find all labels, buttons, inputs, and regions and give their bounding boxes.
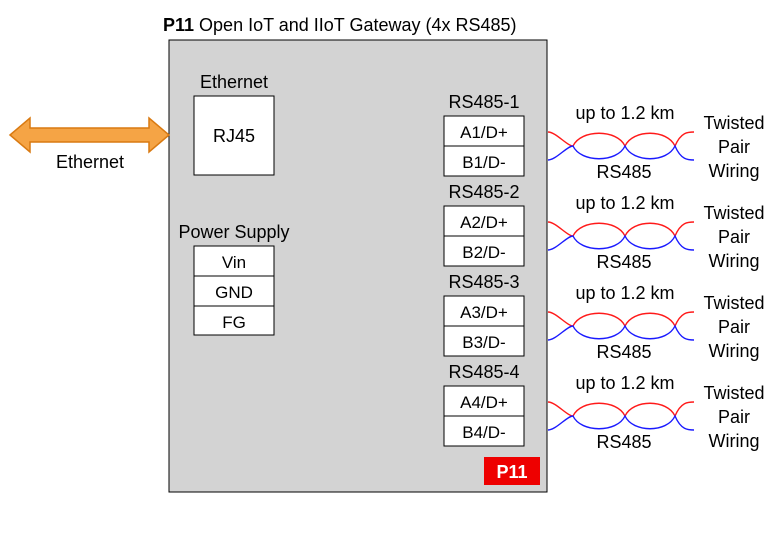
model-badge (484, 457, 540, 485)
terminal-b-label: B1/D- (462, 153, 505, 172)
wire-strand-b (547, 144, 695, 161)
terminal-a (443, 385, 525, 417)
twisted-pair-cable-icon (547, 401, 695, 431)
terminal-gnd (193, 275, 275, 307)
ethernet-arrow-icon (8, 116, 171, 154)
bus-label: RS485 (596, 252, 651, 272)
power-supply-label: Power Supply (178, 222, 289, 242)
terminal-b-label: B4/D- (462, 423, 505, 442)
terminal-a (443, 115, 525, 147)
rj45-label: RJ45 (213, 126, 255, 146)
wiring-label-line1: Twisted (703, 293, 764, 313)
ethernet-external-label: Ethernet (56, 152, 124, 172)
terminal-a (443, 295, 525, 327)
terminal-b (443, 145, 525, 177)
bus-label: RS485 (596, 432, 651, 452)
wire-strand-b (547, 234, 695, 251)
wiring-label-line2: Pair (718, 137, 750, 157)
rs485-port-name: RS485-4 (448, 362, 519, 382)
wire-strand-a (547, 131, 695, 148)
terminal-b-label: B3/D- (462, 333, 505, 352)
ethernet-port-label: Ethernet (200, 72, 268, 92)
model-badge-label: P11 (496, 462, 527, 482)
wiring-label-line2: Pair (718, 407, 750, 427)
twisted-pair-cable-icon (547, 221, 695, 251)
wire-strand-b (547, 414, 695, 431)
rs485-port-name: RS485-2 (448, 182, 519, 202)
rs485-port-1: RS485-1 A1/D+ B1/D- up to 1.2 km RS485 T… (443, 92, 765, 182)
wire-strand-a (547, 221, 695, 238)
title-model: P11 (163, 15, 194, 35)
terminal-vin-label: Vin (222, 253, 246, 272)
diagram-title: P11 Open IoT and IIoT Gateway (4x RS485) (163, 15, 517, 35)
terminal-fg-label: FG (222, 313, 246, 332)
terminal-a-label: A4/D+ (460, 393, 508, 412)
rs485-port-2: RS485-2 A2/D+ B2/D- up to 1.2 km RS485 T… (443, 182, 765, 272)
wiring-label-line3: Wiring (708, 341, 759, 361)
terminal-a-label: A2/D+ (460, 213, 508, 232)
rs485-port-4: RS485-4 A4/D+ B4/D- up to 1.2 km RS485 T… (443, 362, 765, 452)
terminal-a (443, 205, 525, 237)
bus-label: RS485 (596, 162, 651, 182)
terminal-gnd-label: GND (215, 283, 253, 302)
rj45-connector (193, 95, 275, 176)
distance-label: up to 1.2 km (575, 283, 674, 303)
power-supply-terminal-block: Vin GND FG (193, 245, 275, 336)
wiring-label-line2: Pair (718, 227, 750, 247)
wiring-label-line1: Twisted (703, 203, 764, 223)
terminal-a-label: A3/D+ (460, 303, 508, 322)
bus-label: RS485 (596, 342, 651, 362)
wiring-label-line3: Wiring (708, 431, 759, 451)
terminal-b (443, 235, 525, 267)
distance-label: up to 1.2 km (575, 373, 674, 393)
wiring-label-line2: Pair (718, 317, 750, 337)
terminal-b (443, 325, 525, 357)
terminal-b-label: B2/D- (462, 243, 505, 262)
distance-label: up to 1.2 km (575, 193, 674, 213)
rs485-port-name: RS485-3 (448, 272, 519, 292)
wire-strand-a (547, 401, 695, 418)
distance-label: up to 1.2 km (575, 103, 674, 123)
twisted-pair-cable-icon (547, 131, 695, 161)
wiring-label-line1: Twisted (703, 113, 764, 133)
terminal-fg (193, 305, 275, 336)
rs485-port-name: RS485-1 (448, 92, 519, 112)
wire-strand-b (547, 324, 695, 341)
wire-strand-a (547, 311, 695, 328)
wiring-label-line1: Twisted (703, 383, 764, 403)
rs485-port-3: RS485-3 A3/D+ B3/D- up to 1.2 km RS485 T… (443, 272, 765, 362)
twisted-pair-cable-icon (547, 311, 695, 341)
terminal-b (443, 415, 525, 447)
terminal-a-label: A1/D+ (460, 123, 508, 142)
wiring-label-line3: Wiring (708, 251, 759, 271)
title-description: Open IoT and IIoT Gateway (4x RS485) (194, 15, 517, 35)
wiring-label-line3: Wiring (708, 161, 759, 181)
